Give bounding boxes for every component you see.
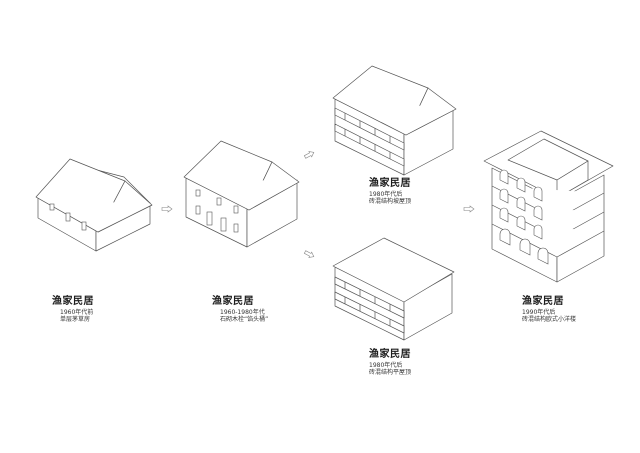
house-1-drawing [35,158,153,252]
caption-title: 渔家民居 [52,296,94,307]
double-arrow-icon [303,250,315,258]
house-2-drawing [183,140,300,248]
caption-house-2: 渔家民居 1960-1980年代 石砌木栓“馅头桶” [212,296,268,324]
house-5-drawing [483,130,614,283]
caption-title: 渔家民居 [212,296,254,307]
caption-era: 1960年代前 [60,308,94,316]
house-4-drawing [332,237,455,341]
caption-house-3: 渔家民居 1980年代后 砖混结构坡屋顶 [369,178,411,206]
caption-era: 1990年代后 [522,308,556,316]
caption-description: 砖混结构坡屋顶 [369,198,412,205]
caption-house-5: 渔家民居 1990年代后 砖混结构欧式小洋楼 [522,296,576,324]
caption-house-1: 渔家民居 1960年代前 单层茅草房 [52,296,94,324]
double-arrow-icon [463,205,475,213]
caption-description: 砖混结构平屋顶 [369,369,412,376]
caption-era: 1980年代后 [369,190,403,198]
caption-era: 1980年代后 [369,361,403,369]
caption-description: 单层茅草房 [60,316,91,323]
caption-title: 渔家民居 [369,349,411,360]
caption-era: 1960-1980年代 [220,308,265,316]
house-3-drawing [332,65,457,176]
caption-description: 砖混结构欧式小洋楼 [522,316,577,323]
caption-title: 渔家民居 [369,178,411,189]
double-arrow-icon [161,205,173,213]
double-arrow-icon [303,151,315,159]
caption-house-4: 渔家民居 1980年代后 砖混结构平屋顶 [369,349,411,377]
caption-title: 渔家民居 [522,296,564,307]
caption-description: 石砌木栓“馅头桶” [220,316,269,323]
